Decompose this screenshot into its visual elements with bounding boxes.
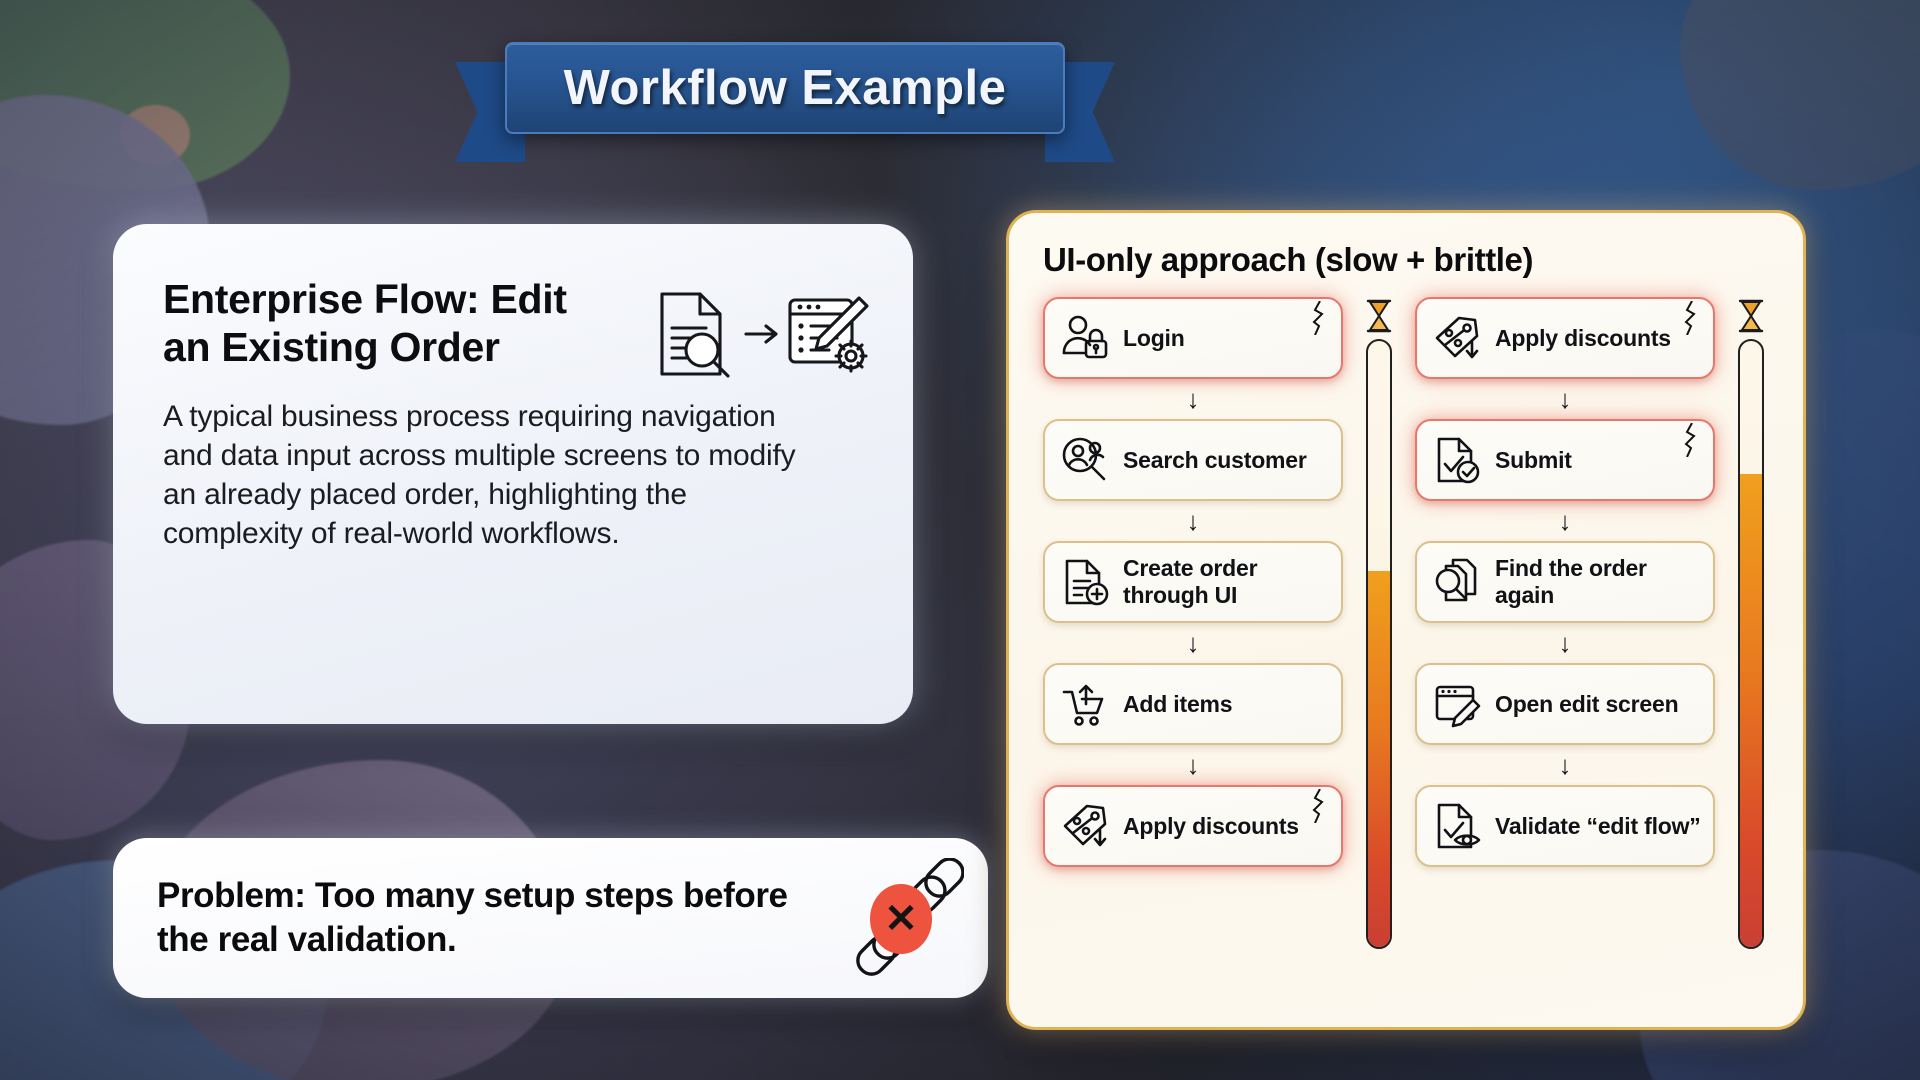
step-login[interactable]: Login (1043, 297, 1343, 379)
step-label: Login (1123, 324, 1185, 351)
step-label: Validate “edit flow” (1495, 812, 1701, 839)
document-to-edit-icon-group (654, 276, 869, 385)
crack-icon (1312, 301, 1324, 335)
document-check-icon (1431, 434, 1483, 486)
time-gauge-fill (1368, 571, 1390, 947)
step-label: Add items (1123, 690, 1233, 717)
ribbon-body: Workflow Example (505, 42, 1065, 134)
step-apply-discounts-1[interactable]: Apply discounts (1043, 785, 1343, 867)
enterprise-flow-card: Enterprise Flow: Edit an Existing Order (113, 224, 913, 724)
step-add-items[interactable]: Add items (1043, 663, 1343, 745)
flow-arrow: ↓ (1558, 628, 1572, 658)
flow-arrow: ↓ (1186, 628, 1200, 658)
step-search-customer[interactable]: Search customer (1043, 419, 1343, 501)
step-label: Find the order again (1495, 555, 1647, 608)
flow-arrow: ↓ (1186, 506, 1200, 536)
flow-arrow: ↓ (1558, 384, 1572, 414)
time-gauge-fill (1740, 474, 1762, 947)
red-x-icon: ✕ (884, 897, 918, 941)
user-lock-icon (1059, 312, 1111, 364)
flow-arrow: ↓ (1186, 384, 1200, 414)
flow-arrow: ↓ (1558, 750, 1572, 780)
time-gauge-tube (1366, 339, 1392, 949)
time-gauge-2 (1733, 297, 1769, 949)
flow-arrow: ↓ (1558, 506, 1572, 536)
document-search-icon (660, 292, 869, 378)
step-label: Apply discounts (1123, 812, 1299, 839)
step-label: Apply discounts (1495, 324, 1671, 351)
step-label: Search customer (1123, 446, 1307, 473)
error-badge (870, 884, 932, 954)
document-add-icon (1059, 556, 1111, 608)
broken-link-icon-group: ✕ (834, 857, 965, 978)
cart-upload-icon (1059, 678, 1111, 730)
enterprise-flow-card-header: Enterprise Flow: Edit an Existing Order (163, 276, 869, 385)
step-find-order-again[interactable]: Find the order again (1415, 541, 1715, 623)
document-check-eye-icon (1431, 800, 1483, 852)
problem-text: Problem: Too many setup steps before the… (157, 875, 788, 959)
customer-search-icon (1059, 434, 1111, 486)
workflow-column-1: Login ↓ (1043, 297, 1343, 867)
step-open-edit-screen[interactable]: Open edit screen (1415, 663, 1715, 745)
crack-icon (1312, 789, 1324, 823)
time-gauge-1 (1361, 297, 1397, 949)
workflow-column-2: Apply discounts ↓ Su (1415, 297, 1715, 867)
enterprise-flow-description: A typical business process requiring nav… (163, 400, 796, 550)
step-label: Open edit screen (1495, 690, 1679, 717)
discount-tag-icon (1431, 312, 1483, 364)
discount-tag-icon (1059, 800, 1111, 852)
step-label: Submit (1495, 446, 1572, 473)
flow-arrow: ↓ (1186, 750, 1200, 780)
crack-icon (1684, 301, 1696, 335)
hourglass-icon (1738, 299, 1764, 333)
problem-callout-card: Problem: Too many setup steps before the… (113, 838, 988, 998)
title-ribbon: Workflow Example (455, 42, 1115, 162)
ui-only-approach-heading: UI-only approach (slow + brittle) (1043, 241, 1534, 278)
workflow-step-grid: Login ↓ (1043, 297, 1779, 949)
time-gauge-tube (1738, 339, 1764, 949)
crack-icon (1684, 423, 1696, 457)
step-validate-edit-flow[interactable]: Validate “edit flow” (1415, 785, 1715, 867)
step-create-order[interactable]: Create order through UI (1043, 541, 1343, 623)
documents-search-icon (1431, 556, 1483, 608)
step-apply-discounts-2[interactable]: Apply discounts (1415, 297, 1715, 379)
step-label: Create order through UI (1123, 555, 1258, 608)
step-submit[interactable]: Submit (1415, 419, 1715, 501)
window-pencil-icon (1431, 678, 1483, 730)
page-title: Workflow Example (563, 61, 1007, 115)
hourglass-icon (1366, 299, 1392, 333)
enterprise-flow-heading: Enterprise Flow: Edit an Existing Order (163, 276, 567, 370)
ui-only-approach-panel: UI-only approach (slow + brittle) Lo (1006, 210, 1806, 1030)
